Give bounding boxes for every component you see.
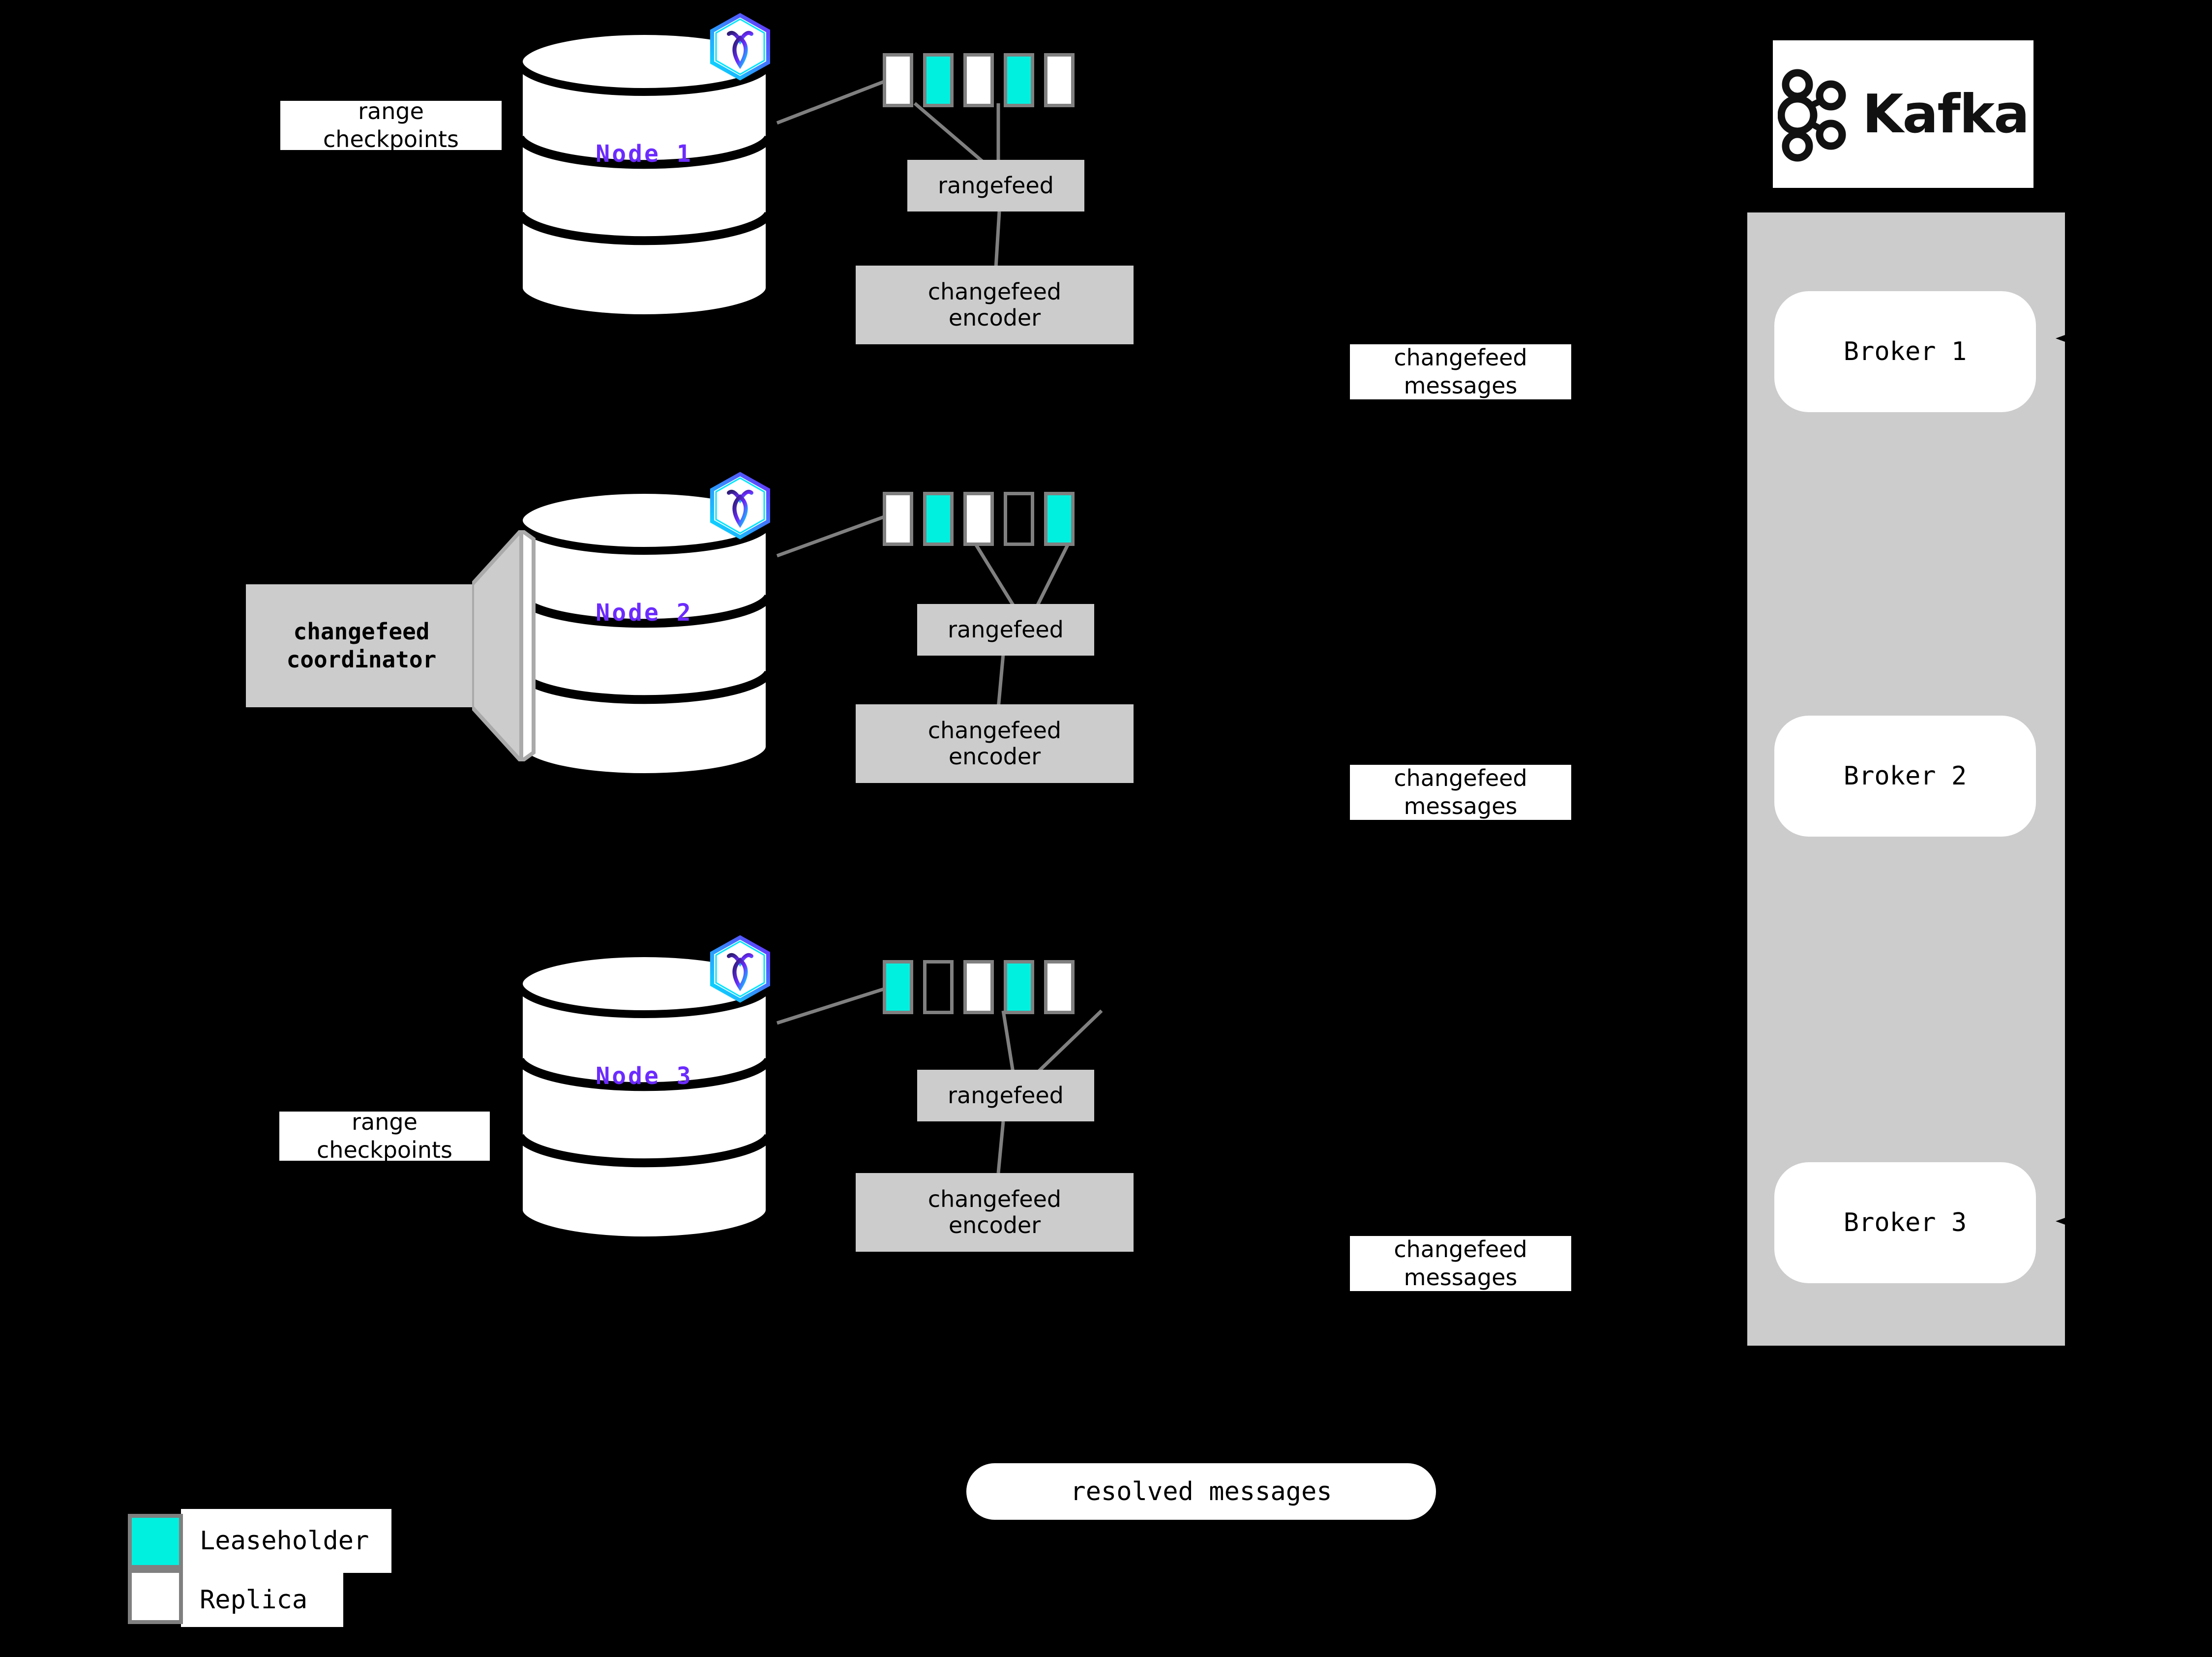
node-1-encoder-label-line2: encoder	[948, 304, 1041, 331]
range-checkpoints-line2: checkpoints	[317, 1137, 452, 1163]
node-3-changefeed-messages-label: changefeed messages	[1350, 1236, 1571, 1291]
coordinator-line1: changefeed	[293, 618, 430, 645]
node-3-rangefeed-label: rangefeed	[948, 1082, 1064, 1109]
range-box-leaseholder[interactable]	[923, 492, 954, 546]
range-box-replica[interactable]	[963, 960, 994, 1014]
node-1-changefeed-messages-label: changefeed messages	[1350, 344, 1571, 399]
broker-1-inbound-arrow-icon	[2056, 330, 2080, 347]
cockroachdb-logo-icon	[708, 471, 772, 540]
node-2-rangefeed-box[interactable]: rangefeed	[917, 604, 1094, 656]
kafka-broker-3[interactable]: Broker 3	[1774, 1162, 2036, 1283]
node-3-cylinder: Node 3	[514, 949, 775, 1244]
node-2-cylinder: Node 2	[514, 486, 775, 781]
changefeed-messages-line1: changefeed	[1394, 344, 1527, 371]
changefeed-messages-line2: messages	[1404, 793, 1518, 819]
range-box-empty[interactable]	[1004, 492, 1034, 546]
range-box-replica[interactable]	[883, 53, 913, 107]
range-checkpoints-line2: checkpoints	[323, 126, 459, 152]
kafka-broker-1-label: Broker 1	[1843, 337, 1967, 366]
node-2-encoder-label-line2: encoder	[948, 743, 1041, 770]
legend-item-leaseholder-label-bg: Leaseholder	[181, 1509, 391, 1573]
legend-item-replica-label: Replica	[200, 1585, 308, 1615]
node-2-changefeed-encoder-box[interactable]: changefeed encoder	[856, 704, 1134, 783]
node-2-encoder-label-line1: changefeed	[927, 717, 1062, 744]
node-1-range-checkpoints-annotation: range checkpoints	[280, 98, 502, 152]
resolved-messages-pill: resolved messages	[966, 1463, 1436, 1520]
range-box-leaseholder[interactable]	[1044, 492, 1075, 546]
node-3-ranges	[883, 960, 1075, 1014]
node-3-encoder-label-line1: changefeed	[927, 1186, 1062, 1213]
node-1-encoder-label-line1: changefeed	[927, 278, 1062, 305]
kafka-nodes-icon	[1777, 69, 1846, 162]
node-2-changefeed-messages-label: changefeed messages	[1350, 765, 1571, 820]
resolved-messages-label: resolved messages	[1070, 1476, 1332, 1506]
range-box-replica[interactable]	[883, 492, 913, 546]
kafka-broker-3-label: Broker 3	[1843, 1208, 1967, 1237]
kafka-wordmark: Kafka	[1862, 83, 2030, 145]
range-box-empty[interactable]	[923, 960, 954, 1014]
legend-item-leaseholder-label: Leaseholder	[200, 1526, 369, 1556]
changefeed-messages-line1: changefeed	[1394, 1235, 1527, 1263]
node-3-changefeed-encoder-box[interactable]: changefeed encoder	[856, 1173, 1134, 1252]
node-3-encoder-label-line2: encoder	[948, 1212, 1041, 1238]
range-box-replica[interactable]	[963, 492, 994, 546]
range-box-leaseholder[interactable]	[1004, 960, 1034, 1014]
legend-item-replica-label-bg: Replica	[181, 1573, 343, 1627]
node-3-range-checkpoints-annotation: range checkpoints	[279, 1109, 490, 1163]
callout-tail	[472, 530, 536, 761]
broker-3-inbound-arrow-icon	[2056, 1212, 2080, 1230]
node-1-rangefeed-box[interactable]: rangefeed	[907, 160, 1084, 211]
range-box-leaseholder[interactable]	[923, 53, 954, 107]
range-box-leaseholder[interactable]	[1004, 53, 1034, 107]
legend-swatch-replica	[128, 1569, 183, 1624]
changefeed-messages-line2: messages	[1404, 372, 1518, 399]
node-1-cylinder: Node 1	[514, 27, 775, 322]
kafka-broker-2[interactable]: Broker 2	[1774, 716, 2036, 837]
range-box-replica[interactable]	[963, 53, 994, 107]
kafka-broker-2-label: Broker 2	[1843, 761, 1967, 791]
node-3-rangefeed-box[interactable]: rangefeed	[917, 1070, 1094, 1121]
changefeed-messages-line2: messages	[1404, 1264, 1518, 1291]
node-2-ranges	[883, 492, 1075, 546]
node-1-rangefeed-label: rangefeed	[938, 172, 1054, 199]
node-2-rangefeed-label: rangefeed	[948, 616, 1064, 643]
kafka-broker-1[interactable]: Broker 1	[1774, 291, 2036, 412]
changefeed-messages-line1: changefeed	[1394, 764, 1527, 791]
node-1-changefeed-encoder-box[interactable]: changefeed encoder	[856, 266, 1134, 344]
node-1-ranges	[883, 53, 1075, 107]
cockroachdb-logo-icon	[708, 934, 772, 1003]
kafka-logo: Kafka	[1773, 40, 2033, 188]
cockroachdb-logo-icon	[708, 12, 772, 81]
coordinator-line2: coordinator	[286, 646, 437, 673]
legend-swatch-leaseholder	[128, 1514, 183, 1569]
range-checkpoints-line1: range	[358, 97, 424, 124]
legend: Leaseholder Replica	[118, 1509, 413, 1627]
range-box-leaseholder[interactable]	[883, 960, 913, 1014]
range-box-replica[interactable]	[1044, 53, 1075, 107]
range-checkpoints-line1: range	[352, 1108, 418, 1135]
range-box-replica[interactable]	[1044, 960, 1075, 1014]
